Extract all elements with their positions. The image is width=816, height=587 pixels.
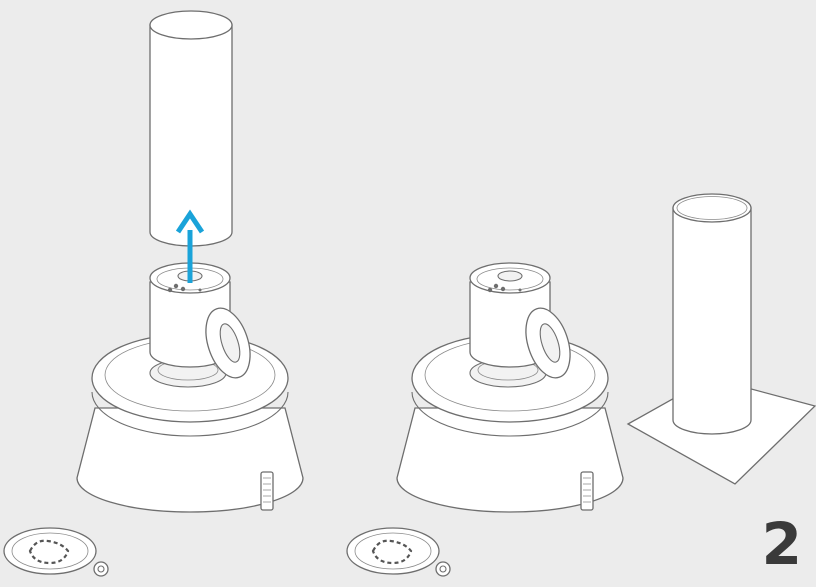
lifted-tube (149, 10, 233, 247)
standing-tube-on-sheet (626, 193, 816, 485)
arrow-up-icon (175, 209, 205, 283)
left-device (76, 262, 304, 513)
left-ring-handle (205, 307, 251, 379)
middle-ring-handle (525, 307, 571, 379)
middle-round-tag-icon (346, 527, 451, 577)
left-round-tag-icon (3, 527, 109, 577)
step-number: 2 (761, 510, 802, 578)
middle-device (396, 262, 624, 513)
